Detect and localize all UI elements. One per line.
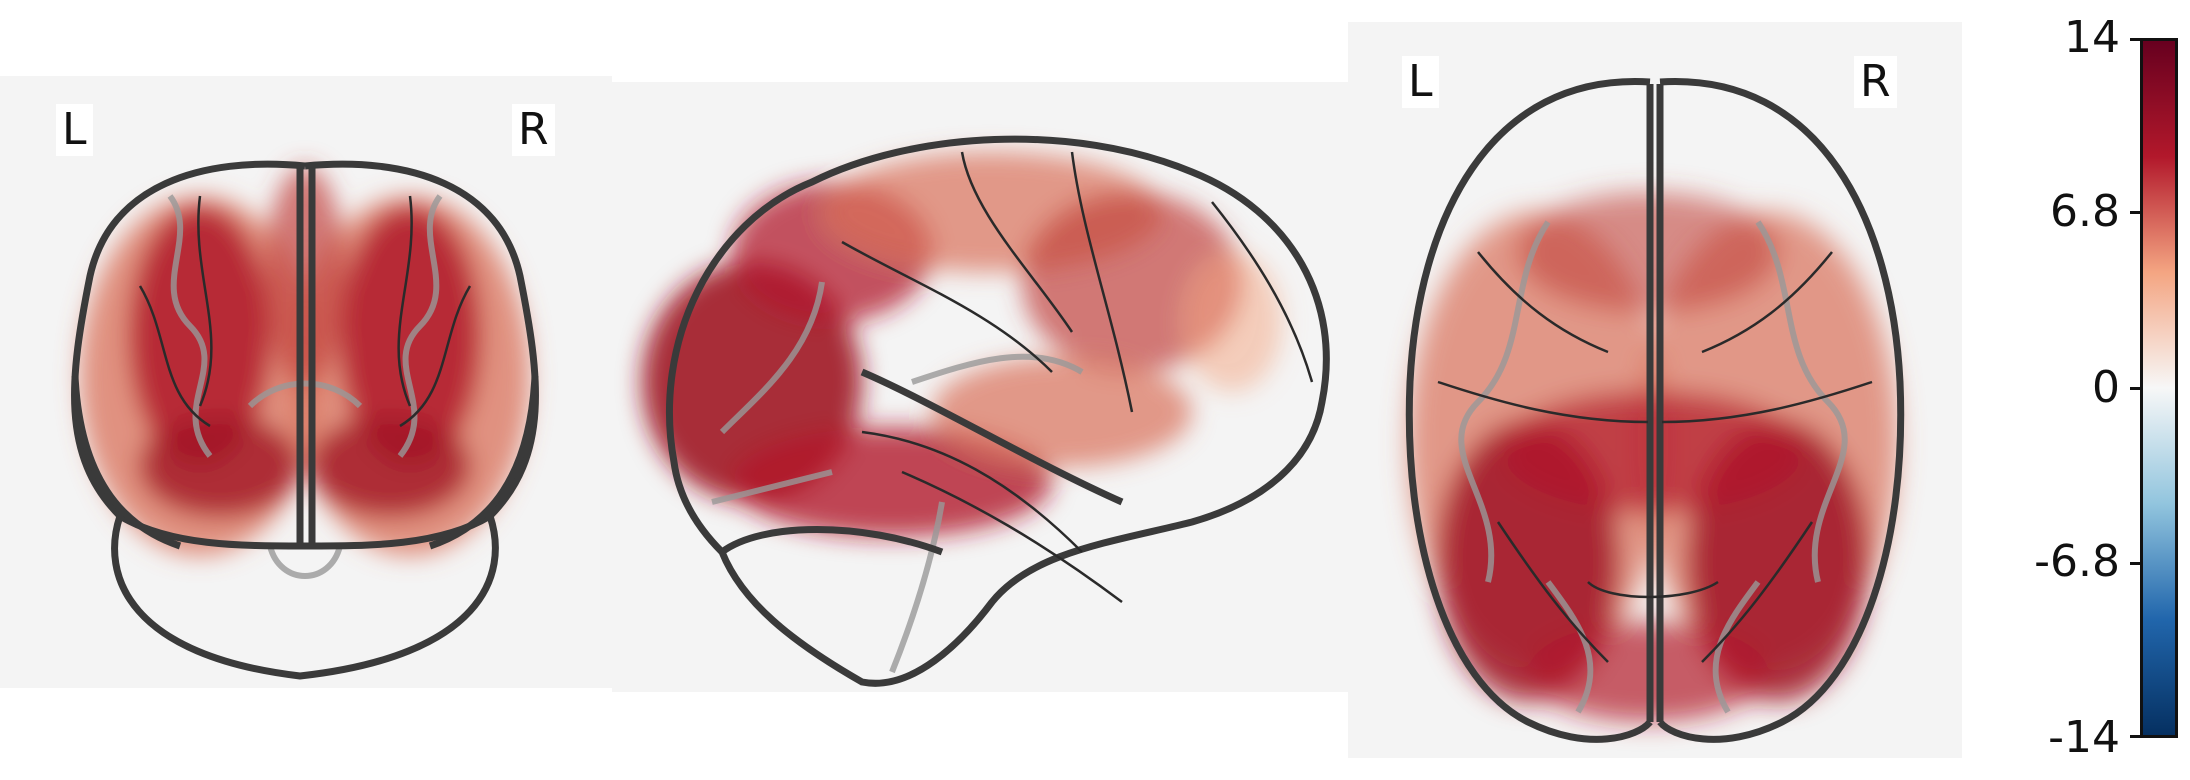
- colorbar-tick-mark-6.8: [2130, 211, 2140, 214]
- sagittal-brain-image: [642, 135, 1330, 687]
- coronal-left-label: L: [56, 104, 93, 156]
- axial-brain-image: [1405, 78, 1905, 743]
- axial-right-label: R: [1854, 56, 1897, 108]
- sagittal-view-panel: [612, 82, 1348, 692]
- coronal-view-panel: L R: [0, 76, 612, 688]
- colorbar-tick-14: 14: [2064, 12, 2120, 63]
- coronal-right-label: R: [512, 104, 555, 156]
- colorbar-tick-neg6.8: -6.8: [2034, 536, 2120, 587]
- axial-view-panel: L R: [1348, 22, 1962, 758]
- colorbar-tick-6.8: 6.8: [2050, 186, 2120, 237]
- colorbar-tick-neg14: -14: [2048, 712, 2120, 763]
- coronal-brain-image: [71, 160, 539, 680]
- colorbar-tick-mark-14: [2130, 38, 2140, 41]
- colorbar-tick-mark-neg14: [2130, 735, 2140, 738]
- colorbar: [2140, 38, 2178, 738]
- colorbar-tick-mark-neg6.8: [2130, 562, 2140, 565]
- axial-left-label: L: [1402, 56, 1439, 108]
- colorbar-tick-mark-0: [2130, 387, 2140, 390]
- colorbar-tick-0: 0: [2092, 362, 2120, 413]
